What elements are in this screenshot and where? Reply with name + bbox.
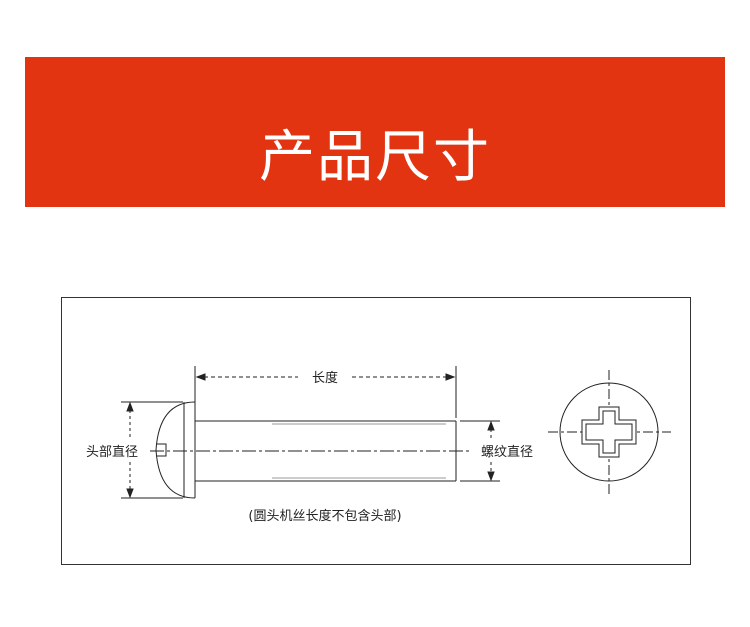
phillips-cross-outer xyxy=(581,406,637,458)
length-arrow-right xyxy=(445,373,456,381)
length-arrow-left xyxy=(195,373,206,381)
banner-divider xyxy=(101,214,699,215)
thread-arrow-bottom xyxy=(487,471,495,482)
head-diameter-label: 头部直径 xyxy=(86,445,138,460)
banner-title: 产品尺寸 xyxy=(259,125,491,190)
title-banner: 产品尺寸 Product size xyxy=(25,57,725,256)
screw-head-slot xyxy=(157,443,167,457)
thread-arrow-top xyxy=(487,420,495,431)
length-note: (圆头机丝长度不包含头部) xyxy=(248,508,401,524)
length-label: 长度 xyxy=(312,370,338,386)
length-label-bg xyxy=(301,369,349,385)
head-arrow-top xyxy=(126,401,134,412)
phillips-cross-inner xyxy=(585,410,633,454)
thread-label-bg xyxy=(472,443,542,459)
head-arrow-bottom xyxy=(126,488,134,499)
screw-head-outline xyxy=(155,401,196,499)
banner-subtitle: Product size xyxy=(212,221,538,256)
thread-diameter-label: 螺纹直径 xyxy=(481,445,533,460)
head-label-bg xyxy=(78,443,148,459)
